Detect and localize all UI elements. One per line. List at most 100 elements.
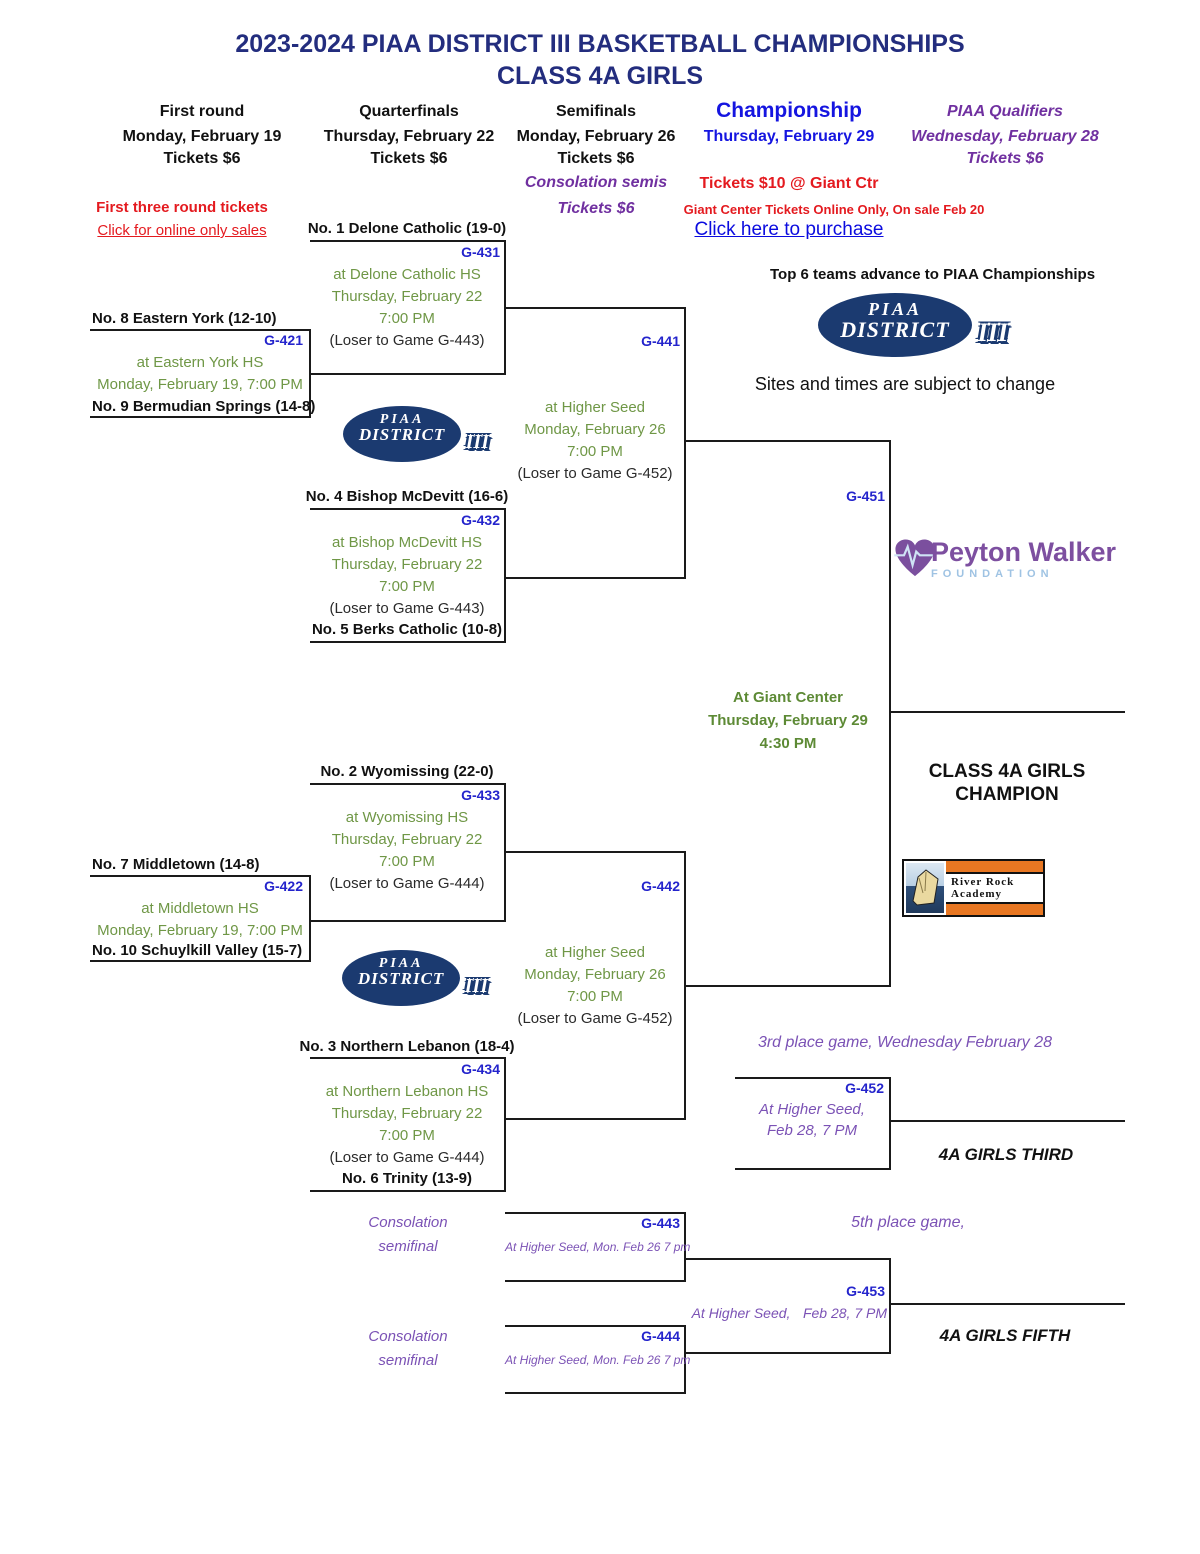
peyton-walker-sub: FOUNDATION xyxy=(931,567,1054,580)
g442-time: 7:00 PM xyxy=(567,988,623,1005)
fifth-place-result: 4A GIRLS FIFTH xyxy=(939,1326,1071,1345)
g434-loser-note: (Loser to Game G-444) xyxy=(329,1149,485,1166)
first-three-round-note: First three round tickets xyxy=(96,199,268,216)
piaa-district3-logo: PIAA DISTRICT III xyxy=(818,293,1008,357)
game-label-g431: G-431 xyxy=(461,244,500,260)
game-label-g441: G-441 xyxy=(641,333,680,349)
g444-tag1: Consolation xyxy=(368,1328,448,1345)
river-rock-text: River Rock Academy xyxy=(946,872,1043,904)
seed-schuylkill-valley: No. 10 Schuylkill Valley (15-7) xyxy=(92,942,303,959)
g434-date: Thursday, February 22 xyxy=(331,1105,483,1122)
g442-date: Monday, February 26 xyxy=(524,966,666,983)
game-label-g422: G-422 xyxy=(264,878,303,894)
g431-time: 7:00 PM xyxy=(379,310,435,327)
piaa-logo-iii: III xyxy=(977,318,1008,348)
game-label-g432: G-432 xyxy=(461,512,500,528)
g453-datetime: Feb 28, 7 PM xyxy=(802,1305,888,1321)
game-label-g444: G-444 xyxy=(641,1328,680,1344)
seed-eastern-york: No. 8 Eastern York (12-10) xyxy=(92,310,277,327)
consolation-tickets: Tickets $6 xyxy=(557,200,635,217)
g431-date: Thursday, February 22 xyxy=(331,288,483,305)
round-qualifiers-date: Wednesday, February 28 xyxy=(911,128,1099,145)
g452-venue: At Higher Seed, xyxy=(759,1101,865,1118)
g451-date: Thursday, February 29 xyxy=(708,712,868,729)
river-rock-line2: Academy xyxy=(951,888,1002,900)
round-semi-date: Monday, February 26 xyxy=(516,128,676,145)
g441-venue: at Higher Seed xyxy=(544,399,646,416)
heart-ekg-icon xyxy=(894,539,936,577)
g431-loser-note: (Loser to Game G-443) xyxy=(329,332,485,349)
page-subtitle: CLASS 4A GIRLS xyxy=(496,62,704,90)
seed-middletown: No. 7 Middletown (14-8) xyxy=(92,856,260,873)
piaa-logo-district: DISTRICT xyxy=(358,425,446,444)
purchase-link[interactable]: Click here to purchase xyxy=(694,219,884,240)
g442-loser-note: (Loser to Game G-452) xyxy=(517,1010,673,1027)
piaa-district3-logo: PIAA DISTRICT III xyxy=(342,950,488,1006)
game-label-g442: G-442 xyxy=(641,878,680,894)
g433-time: 7:00 PM xyxy=(379,853,435,870)
round-qualifiers-tickets: Tickets $6 xyxy=(966,150,1044,167)
g441-time: 7:00 PM xyxy=(567,443,623,460)
giant-center-note: Giant Center Tickets Online Only, On sal… xyxy=(683,202,985,217)
online-sales-link[interactable]: Click for online only sales xyxy=(97,222,267,239)
game-label-g452: G-452 xyxy=(845,1080,884,1096)
piaa-logo-district: DISTRICT xyxy=(840,317,950,342)
game-label-g451: G-451 xyxy=(846,488,885,504)
peyton-walker-name: Peyton Walker xyxy=(931,536,1117,567)
piaa-logo-text: PIAA xyxy=(378,956,424,971)
g433-date: Thursday, February 22 xyxy=(331,831,483,848)
champion-title-line1: CLASS 4A GIRLS xyxy=(928,761,1086,782)
champion-title-line2: CHAMPION xyxy=(955,784,1059,805)
top6-note: Top 6 teams advance to PIAA Championship… xyxy=(770,266,1096,283)
seed-bishop-mcdevitt: No. 4 Bishop McDevitt (16-6) xyxy=(305,488,509,505)
g422-datetime: Monday, February 19, 7:00 PM xyxy=(97,922,303,939)
round-semi-name: Semifinals xyxy=(555,103,637,120)
rock-icon xyxy=(912,869,939,906)
page-title: 2023-2024 PIAA DISTRICT III BASKETBALL C… xyxy=(235,30,965,58)
g433-venue: at Wyomissing HS xyxy=(345,809,469,826)
g443-tag2: semifinal xyxy=(378,1238,438,1255)
g443-tag1: Consolation xyxy=(368,1214,448,1231)
g432-time: 7:00 PM xyxy=(379,578,435,595)
third-place-result: 4A GIRLS THIRD xyxy=(938,1145,1074,1164)
round-first-tickets: Tickets $6 xyxy=(163,150,241,167)
g434-time: 7:00 PM xyxy=(379,1127,435,1144)
round-qualifiers-name: PIAA Qualifiers xyxy=(947,103,1063,120)
piaa-logo-iii: III xyxy=(464,975,488,998)
round-qf-tickets: Tickets $6 xyxy=(370,150,448,167)
seed-bermudian-springs: No. 9 Bermudian Springs (14-8) xyxy=(92,398,316,415)
g443-note: At Higher Seed, Mon. Feb 26 7 pm xyxy=(505,1240,691,1254)
g452-datetime: Feb 28, 7 PM xyxy=(766,1122,858,1139)
river-rock-line1: River Rock xyxy=(951,876,1015,888)
sites-note: Sites and times are subject to change xyxy=(754,374,1056,394)
g441-date: Monday, February 26 xyxy=(524,421,666,438)
river-rock-academy-logo: River Rock Academy xyxy=(902,859,1045,917)
g451-time: 4:30 PM xyxy=(759,735,817,752)
g453-venue: At Higher Seed, xyxy=(691,1305,791,1321)
g421-venue: at Eastern York HS xyxy=(136,354,264,371)
fifth-place-heading: 5th place game, xyxy=(851,1214,965,1231)
piaa-logo-district: DISTRICT xyxy=(357,969,445,988)
g421-datetime: Monday, February 19, 7:00 PM xyxy=(97,376,303,393)
g422-venue: at Middletown HS xyxy=(141,900,259,917)
g451-venue: At Giant Center xyxy=(732,689,843,706)
g444-tag2: semifinal xyxy=(378,1352,438,1369)
round-champ-date: Thursday, February 29 xyxy=(703,128,875,145)
g441-loser-note: (Loser to Game G-452) xyxy=(517,465,673,482)
consolation-semis-label: Consolation semis xyxy=(524,174,668,191)
seed-northern-lebanon: No. 3 Northern Lebanon (18-4) xyxy=(299,1038,515,1055)
round-first-name: First round xyxy=(159,103,245,120)
game-label-g453: G-453 xyxy=(846,1283,885,1299)
g431-venue: at Delone Catholic HS xyxy=(333,266,481,283)
g432-date: Thursday, February 22 xyxy=(331,556,483,573)
champ-tickets: Tickets $10 @ Giant Ctr xyxy=(699,175,879,192)
g444-note: At Higher Seed, Mon. Feb 26 7 pm xyxy=(505,1353,691,1367)
third-place-heading: 3rd place game, Wednesday February 28 xyxy=(757,1034,1053,1051)
river-rock-image xyxy=(904,861,946,915)
seed-berks-catholic: No. 5 Berks Catholic (10-8) xyxy=(311,621,503,638)
round-champ-name: Championship xyxy=(716,99,862,122)
seed-trinity: No. 6 Trinity (13-9) xyxy=(341,1170,473,1187)
seed-delone-catholic: No. 1 Delone Catholic (19-0) xyxy=(307,220,507,237)
